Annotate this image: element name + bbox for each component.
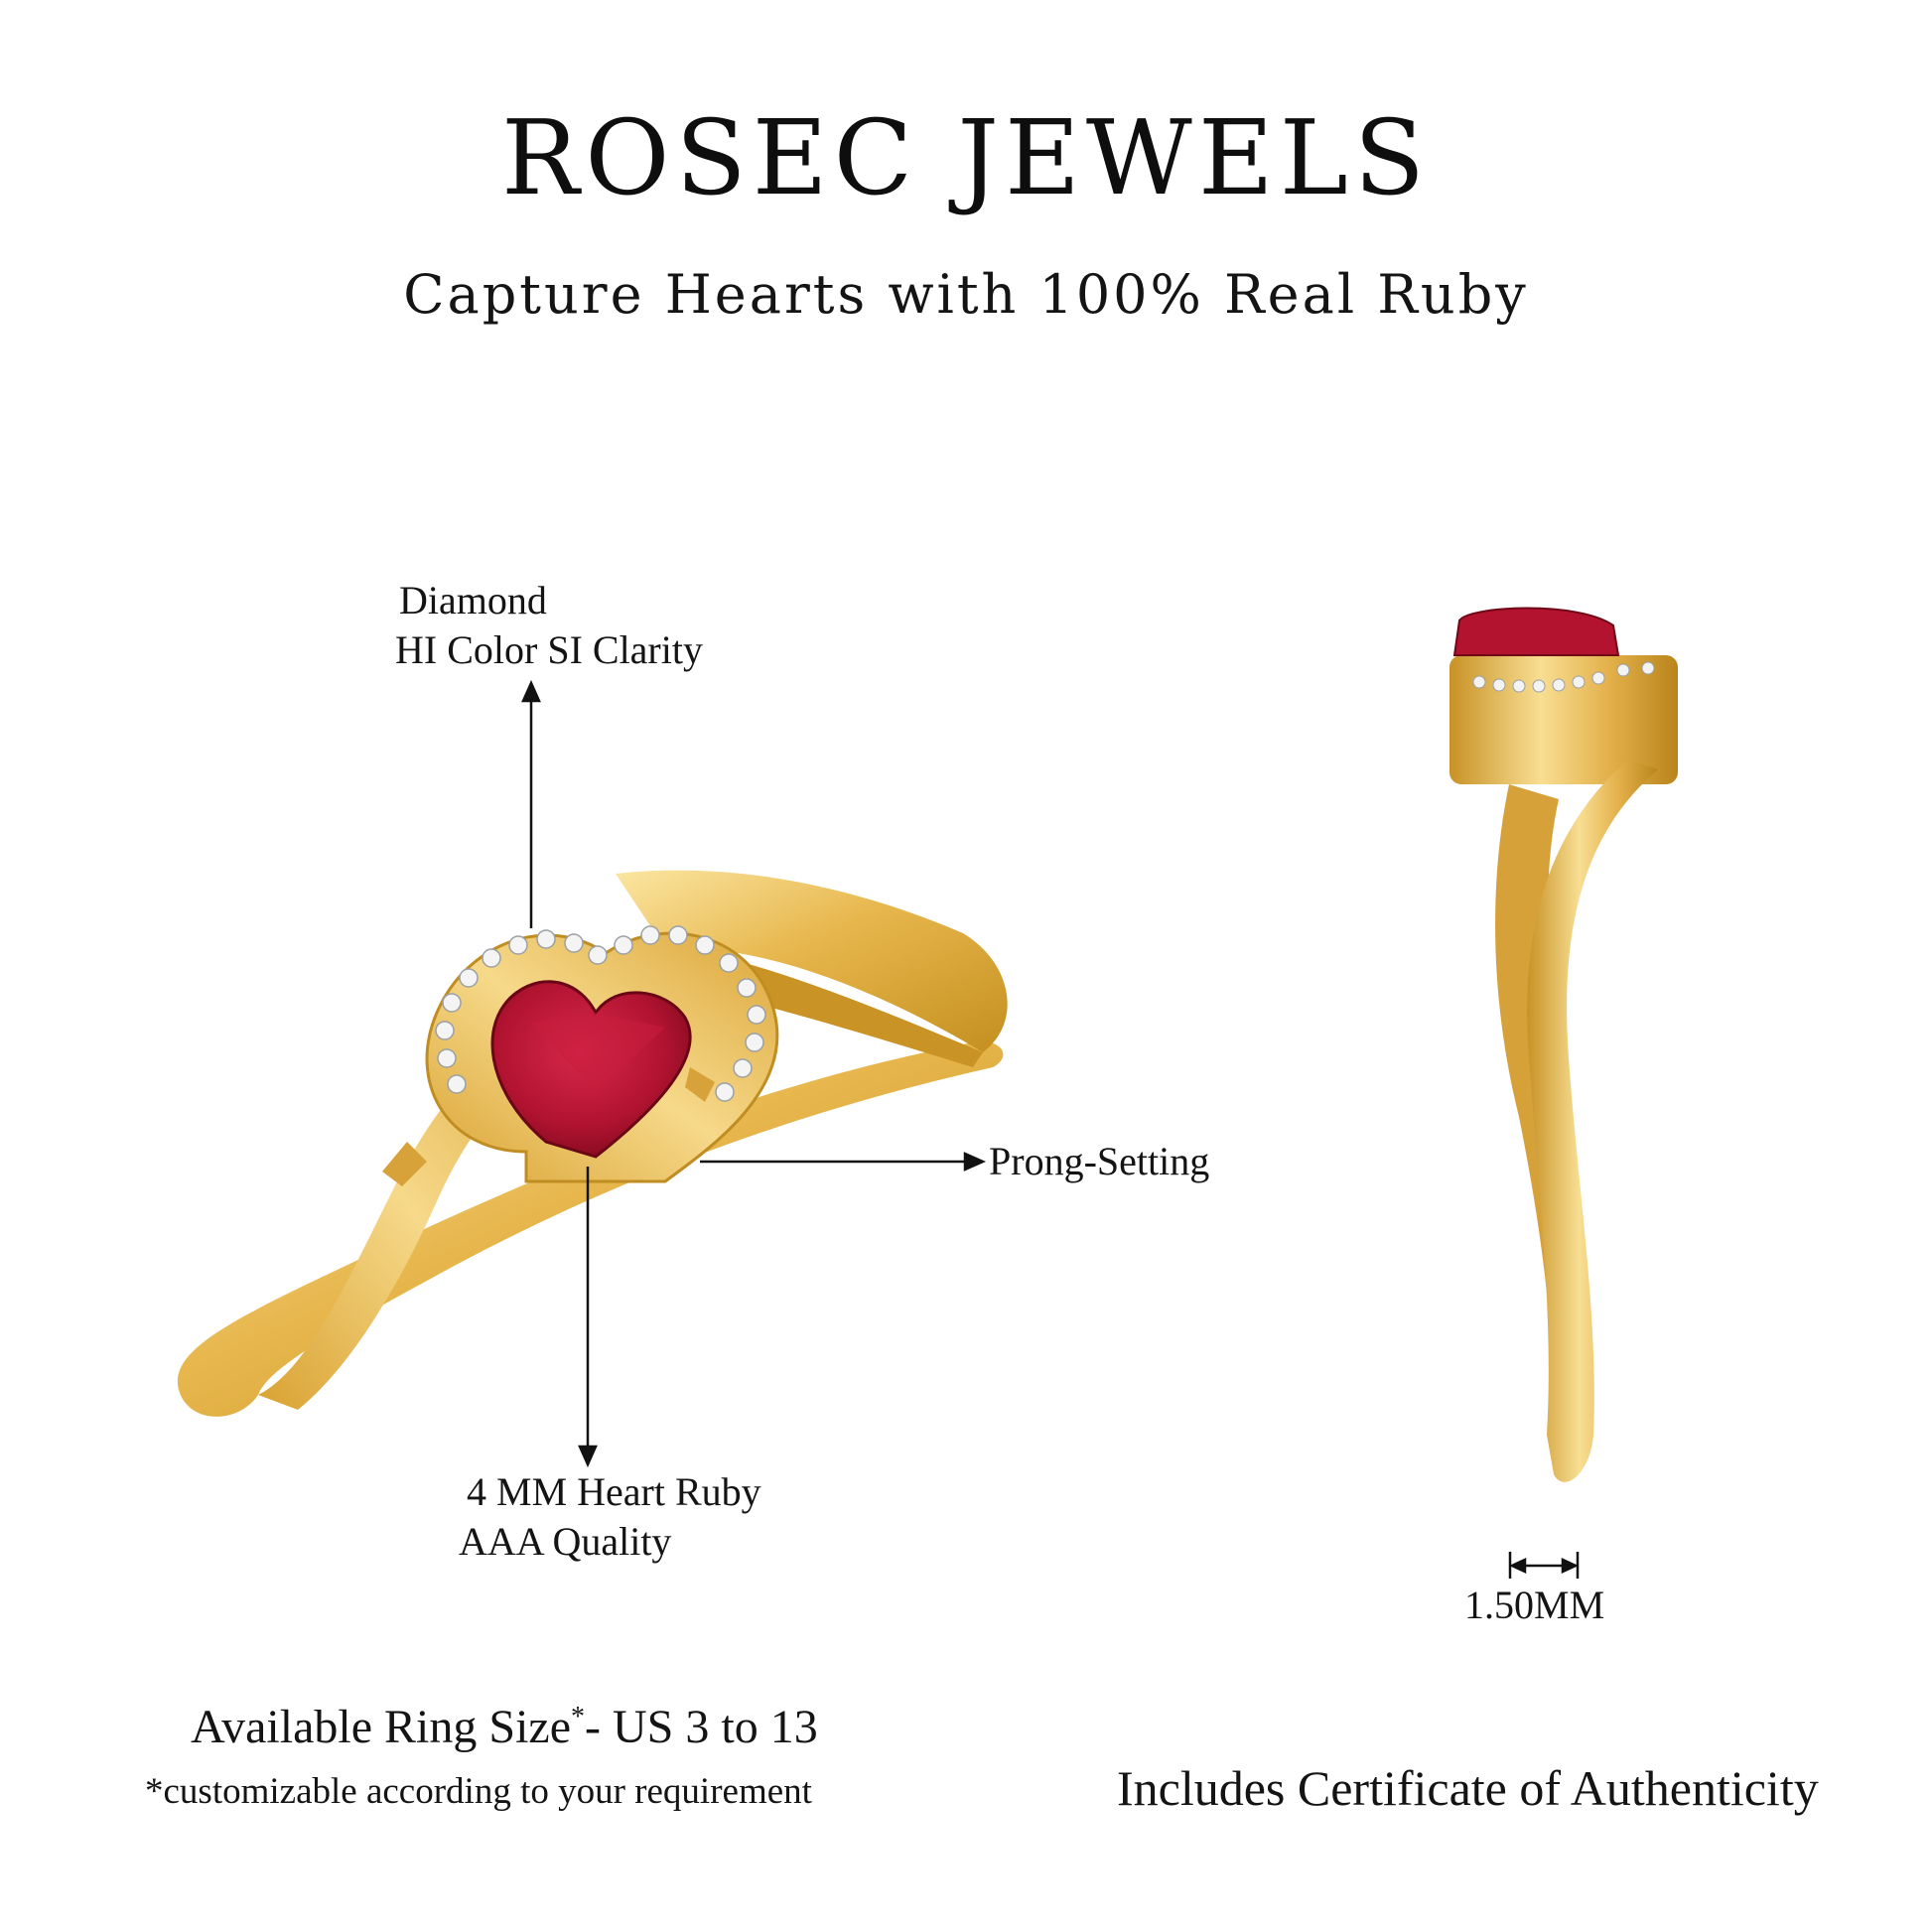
callout-ruby-line1: 4 MM Heart Ruby <box>467 1469 761 1514</box>
callout-diamond-line1: Diamond <box>399 578 547 622</box>
side-head-setting <box>1449 655 1678 784</box>
customizable-note: *customizable according to your requirem… <box>145 1771 812 1812</box>
callout-width: 1.50MM <box>1464 1583 1605 1627</box>
ring-band-lower <box>177 1041 1004 1417</box>
prong-left <box>382 1142 427 1186</box>
ring-size-line: Available Ring Size*- US 3 to 13 <box>191 1700 818 1754</box>
halo-diamonds <box>435 925 766 1102</box>
arrow-ruby-head <box>578 1445 598 1468</box>
brand-tagline: Capture Hearts with 100% Real Ruby <box>403 263 1529 326</box>
arrow-prong-head <box>963 1152 987 1172</box>
callout-diamond-line2: HI Color SI Clarity <box>395 627 703 672</box>
ring-size-mark: * <box>571 1702 586 1732</box>
ring-front-view <box>177 870 1008 1417</box>
callout-prong: Prong-Setting <box>989 1139 1210 1183</box>
certificate-note: Includes Certificate of Authenticity <box>1117 1760 1819 1816</box>
ring-band-upper <box>258 1023 576 1410</box>
side-band-front <box>1527 759 1658 1482</box>
side-ruby <box>1452 607 1620 656</box>
ring-band-shoulder <box>616 870 1008 1052</box>
ring-size-prefix: Available Ring Size <box>191 1701 572 1753</box>
prong-right <box>685 1067 715 1102</box>
arrow-diamond-head <box>521 679 541 703</box>
callout-ruby-line2: AAA Quality <box>459 1519 672 1564</box>
callout-diamond: Diamond HI Color SI Clarity <box>395 576 703 675</box>
ring-size-suffix: - US 3 to 13 <box>585 1701 818 1753</box>
ring-side-view <box>1449 607 1678 1482</box>
callout-ruby: 4 MM Heart Ruby AAA Quality <box>459 1467 761 1567</box>
brand-title: ROSEC JEWELS <box>500 97 1432 218</box>
